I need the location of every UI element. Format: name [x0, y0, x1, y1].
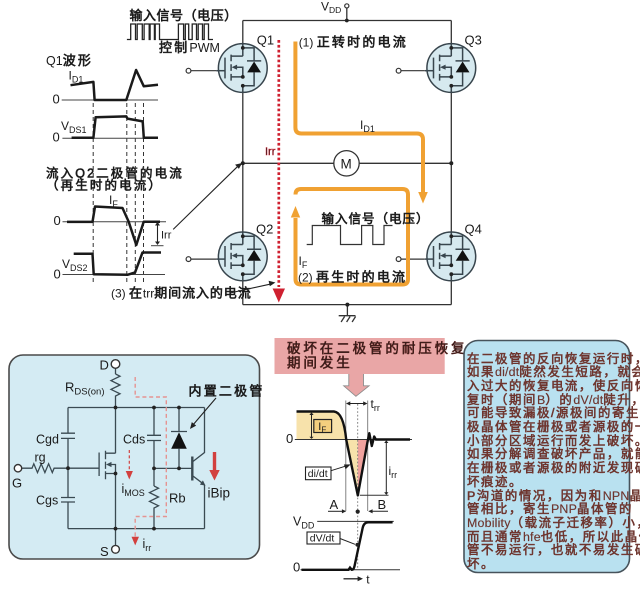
- svg-text:(2) 再生时的电流: (2) 再生时的电流: [298, 270, 407, 285]
- svg-text:Q3: Q3: [465, 33, 482, 48]
- svg-text:Q4: Q4: [465, 222, 482, 237]
- svg-text:IF: IF: [318, 421, 326, 435]
- svg-text:VDS2: VDS2: [62, 257, 88, 273]
- svg-text:破坏在二极管的耐压恢复: 破坏在二极管的耐压恢复: [287, 340, 467, 356]
- svg-text:（再生时的电流）: （再生时的电流）: [46, 178, 163, 193]
- svg-text:Rb: Rb: [169, 491, 186, 506]
- svg-text:S: S: [100, 544, 109, 559]
- svg-text:M: M: [341, 156, 352, 171]
- svg-text:(3) 在trr期间流入的电流: (3) 在trr期间流入的电流: [111, 286, 252, 301]
- svg-text:dV/dt: dV/dt: [310, 533, 335, 545]
- svg-text:0: 0: [54, 267, 61, 282]
- svg-text:A: A: [330, 497, 339, 512]
- svg-text:trr: trr: [371, 397, 380, 413]
- svg-text:irr: irr: [389, 464, 398, 480]
- svg-text:ID1: ID1: [360, 118, 375, 134]
- svg-text:G: G: [12, 476, 22, 491]
- svg-text:期间发生: 期间发生: [287, 356, 353, 371]
- svg-text:Q1: Q1: [257, 33, 274, 48]
- svg-text:Irr: Irr: [265, 146, 276, 158]
- svg-text:内置二极管: 内置二极管: [189, 384, 265, 399]
- svg-text:VDD: VDD: [293, 515, 315, 531]
- svg-text:VDD: VDD: [321, 0, 341, 15]
- svg-text:0: 0: [54, 213, 61, 228]
- svg-text:di/dt: di/dt: [308, 468, 328, 480]
- svg-text:0: 0: [286, 431, 293, 446]
- svg-text:0: 0: [293, 560, 300, 575]
- svg-text:rg: rg: [35, 451, 46, 465]
- svg-text:Cgd: Cgd: [36, 433, 59, 447]
- svg-text:Q1波形: Q1波形: [46, 53, 93, 68]
- svg-text:IF: IF: [299, 254, 308, 270]
- svg-text:输入信号（电压）: 输入信号（电压）: [130, 8, 238, 23]
- svg-text:D: D: [100, 358, 109, 373]
- svg-text:Cgs: Cgs: [36, 494, 58, 508]
- svg-text:0: 0: [53, 130, 60, 145]
- svg-text:Cds: Cds: [123, 433, 145, 447]
- svg-text:iBip: iBip: [208, 486, 231, 501]
- svg-text:IF: IF: [109, 193, 118, 209]
- svg-text:Q2: Q2: [256, 222, 273, 237]
- svg-text:(1) 正转时的电流: (1) 正转时的电流: [299, 35, 408, 50]
- svg-text:ID1: ID1: [69, 69, 84, 85]
- svg-text:输入信号（电压）: 输入信号（电压）: [322, 211, 430, 226]
- svg-text:0: 0: [53, 92, 60, 107]
- svg-text:控制PWM: 控制PWM: [159, 40, 220, 55]
- svg-text:流入Q2二极管的电流: 流入Q2二极管的电流: [46, 166, 184, 181]
- svg-text:VDS1: VDS1: [61, 119, 87, 135]
- svg-text:Irr: Irr: [161, 230, 172, 242]
- svg-text:B: B: [378, 497, 387, 512]
- svg-text:irr: irr: [143, 537, 152, 553]
- svg-text:t: t: [366, 573, 370, 587]
